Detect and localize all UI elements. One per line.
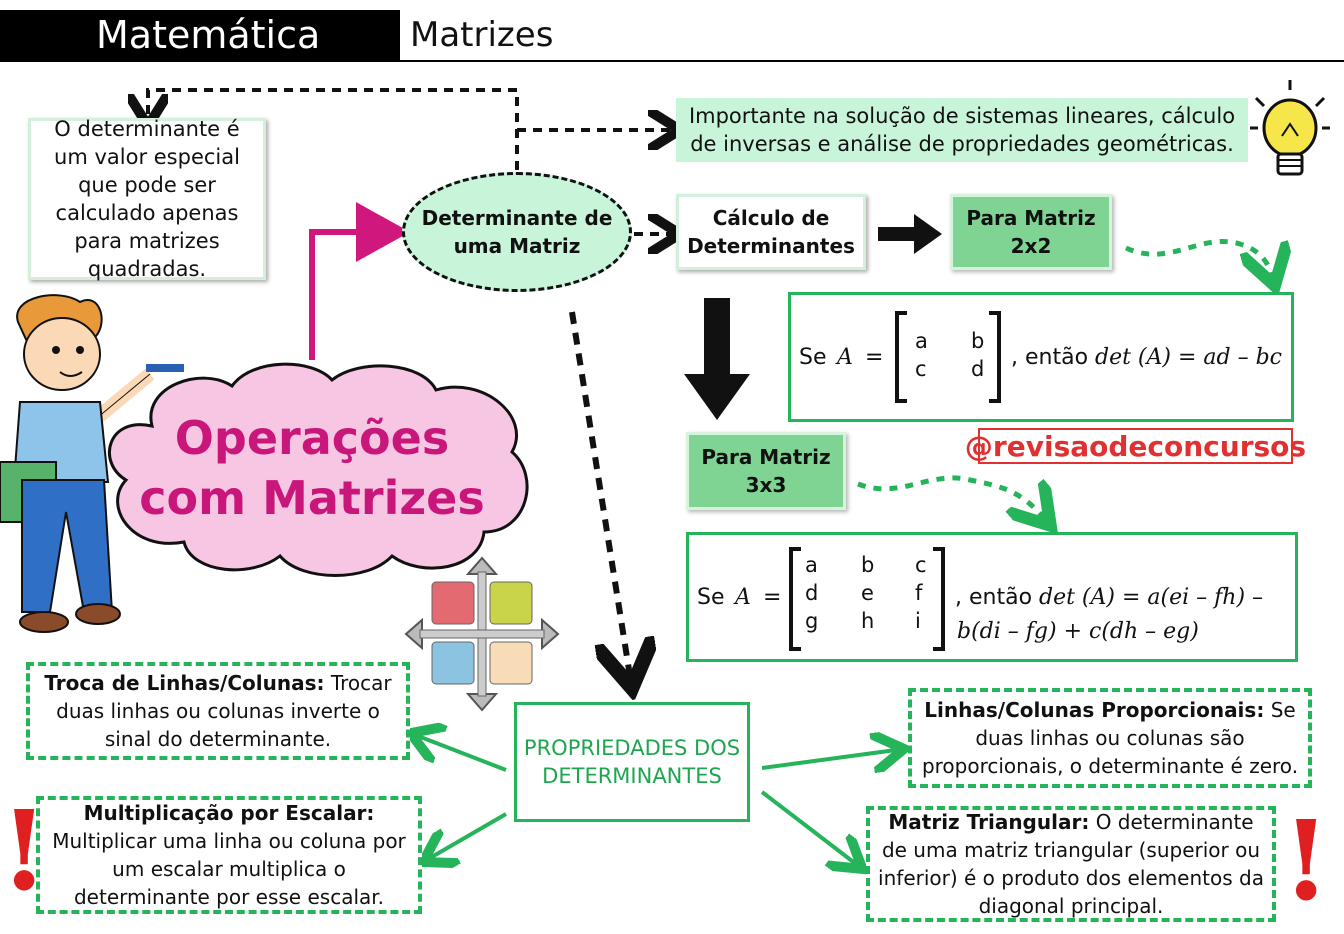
properties-node-label: PROPRIEDADES DOS DETERMINANTES <box>523 736 741 788</box>
student-icon <box>0 294 184 633</box>
matrix3-cell: d <box>805 581 819 605</box>
exclamation-icon: ! <box>0 786 49 915</box>
matrix3-prefix: Se <box>697 585 725 610</box>
matrix2-A: A <box>837 345 853 370</box>
matrix2-formula-box: Se A = a b c d , então det (A) = ad – bc <box>788 292 1294 422</box>
matrix2-label: Para Matriz 2x2 <box>966 206 1096 258</box>
exclamation-icon: ! <box>1282 796 1331 925</box>
matrix3-cell: g <box>805 609 819 633</box>
matrix3-formula-box: Se A = a b c d e f g h i , então det (A)… <box>686 532 1298 662</box>
lightbulb-icon <box>1250 80 1330 176</box>
matrix2-cell: b <box>971 329 985 353</box>
property-triangular: Matriz Triangular: O determinante de uma… <box>866 806 1276 922</box>
matrix2-then: , então <box>1011 345 1089 370</box>
matrix2-brackets <box>895 311 1001 403</box>
matrix3-cell: h <box>861 609 875 633</box>
matrix2-label-box: Para Matriz 2x2 <box>950 194 1112 270</box>
properties-node: PROPRIEDADES DOS DETERMINANTES <box>514 702 750 822</box>
header-topic: Matrizes <box>410 15 554 55</box>
matrix3-cell: a <box>805 553 818 577</box>
matrix2-cell: a <box>915 329 928 353</box>
property-title: Troca de Linhas/Colunas: <box>44 671 325 695</box>
matrix3-then: , então <box>955 585 1033 610</box>
cloud-shape <box>108 362 529 577</box>
definition-text: O determinante é um valor especial que p… <box>54 117 240 281</box>
property-text: O determinante de uma matriz triangular … <box>878 810 1264 918</box>
matrix2-formula: det (A) = ad – bc <box>1095 345 1282 370</box>
calc-node: Cálculo de Determinantes <box>676 194 866 270</box>
matrix3-cell: c <box>915 553 927 577</box>
matrix3-cell: b <box>861 553 875 577</box>
calc-node-label: Cálculo de Determinantes <box>687 206 855 258</box>
matrix2-prefix: Se <box>799 345 827 370</box>
property-scalar: Multiplicação por Escalar: Multiplicar u… <box>36 796 422 914</box>
definition-box: O determinante é um valor especial que p… <box>28 117 266 281</box>
property-title: Multiplicação por Escalar: <box>83 801 375 825</box>
matrix3-label-box: Para Matriz 3x3 <box>686 432 846 510</box>
importance-box: Importante na solução de sistemas linear… <box>676 98 1248 162</box>
matrix3-formula-line2: b(di – fg) + c(dh – eg) <box>957 619 1199 644</box>
determinant-node: Determinante de uma Matriz <box>402 172 632 292</box>
cloud-title-line2: com Matrizes <box>139 471 485 525</box>
cloud-title-line1: Operações <box>174 411 450 465</box>
matrix3-brackets <box>789 547 945 651</box>
matrix3-label: Para Matriz 3x3 <box>701 445 831 497</box>
author-handle-text: @revisaodeconcursos <box>964 429 1307 463</box>
matrix3-cell: f <box>915 581 923 605</box>
matrix3-cell: e <box>861 581 874 605</box>
author-handle: @revisaodeconcursos <box>965 428 1306 464</box>
property-title: Matriz Triangular: <box>888 810 1090 834</box>
importance-text: Importante na solução de sistemas linear… <box>688 104 1236 156</box>
matrix3-A: A <box>735 585 751 610</box>
matrix2-cell: c <box>915 357 927 381</box>
matrix3-cell: i <box>915 609 921 633</box>
matrix3-formula-line1: det (A) = a(ei – fh) – <box>1039 585 1264 610</box>
determinant-node-label: Determinante de uma Matriz <box>421 206 613 258</box>
property-row-swap: Troca de Linhas/Colunas: Trocar duas lin… <box>26 662 410 760</box>
matrix3-eq: = <box>763 585 782 610</box>
header-subject: Matemática <box>0 10 400 60</box>
header-divider <box>0 60 1344 62</box>
property-proportional: Linhas/Colunas Proporcionais: Se duas li… <box>908 688 1312 788</box>
property-text: Multiplicar uma linha ou coluna por um e… <box>52 829 406 909</box>
four-arrows-grid-icon <box>404 556 560 712</box>
matrix2-cell: d <box>971 357 985 381</box>
matrix2-eq: = <box>865 345 884 370</box>
property-title: Linhas/Colunas Proporcionais: <box>924 698 1265 722</box>
property-text: Trocar duas linhas ou colunas inverte o … <box>56 671 392 751</box>
property-text: Se duas linhas ou colunas são proporcion… <box>921 698 1299 778</box>
